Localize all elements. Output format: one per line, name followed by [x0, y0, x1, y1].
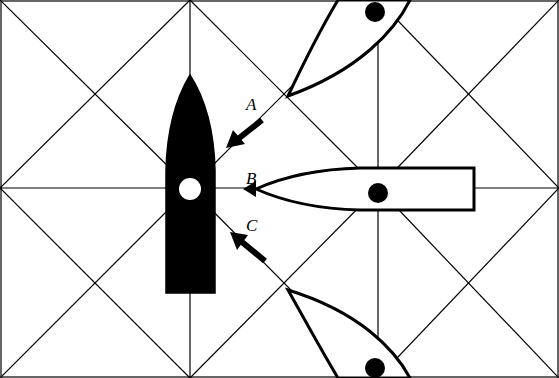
grid-line [0, 188, 190, 378]
arrow-label: C [246, 217, 257, 234]
grid-line [378, 188, 559, 378]
white-boat [256, 168, 474, 210]
arrow-head [226, 130, 245, 148]
mast-dot [365, 358, 385, 378]
arrow-shaft [242, 242, 265, 261]
mast-dot [179, 178, 201, 200]
grid-line [378, 0, 559, 188]
grid-line [0, 0, 190, 188]
arrow-shaft [238, 120, 262, 139]
grid-line [0, 188, 190, 378]
wind-arrows [226, 120, 265, 261]
arrow-head [230, 232, 248, 250]
grid-line [0, 0, 190, 188]
black-boat [166, 75, 215, 293]
mast-dot [368, 183, 388, 203]
arrow-label: A [246, 96, 256, 113]
arrow-label: B [246, 170, 256, 187]
grid-line [378, 188, 559, 378]
white-boat [288, 290, 410, 378]
grid-line [378, 0, 559, 188]
mast-dot [365, 2, 385, 22]
white-boat [288, 0, 410, 96]
